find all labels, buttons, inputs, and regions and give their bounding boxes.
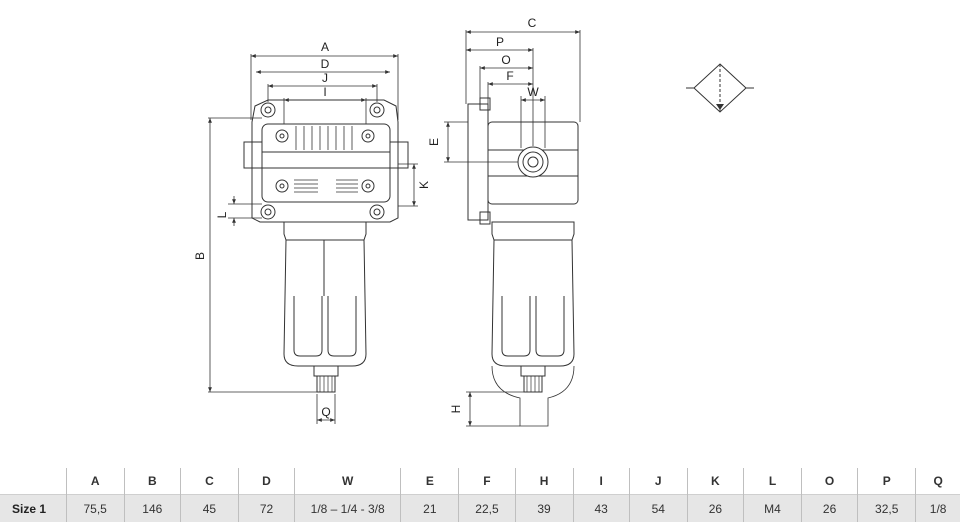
dim-label-a: A: [321, 40, 329, 54]
column-header: C: [180, 468, 238, 495]
row-label: Size 1: [0, 495, 66, 522]
table-cell: 1/8: [916, 495, 960, 522]
dim-label-q: Q: [321, 405, 330, 419]
dim-label-k: K: [417, 181, 431, 189]
filter-symbol-icon: [686, 64, 754, 112]
dim-label-j: J: [322, 71, 328, 85]
table-cell: 72: [238, 495, 294, 522]
table-cell: 146: [124, 495, 180, 522]
front-view: [244, 100, 408, 392]
column-header: W: [295, 468, 401, 495]
column-header: B: [124, 468, 180, 495]
table-cell: 32,5: [858, 495, 916, 522]
column-header: D: [238, 468, 294, 495]
dim-label-p: P: [496, 35, 504, 49]
dim-label-f: F: [506, 69, 513, 83]
column-header: I: [573, 468, 629, 495]
column-header: J: [629, 468, 687, 495]
dim-label-i: I: [323, 85, 326, 99]
column-header: H: [515, 468, 573, 495]
column-header: A: [66, 468, 124, 495]
table-cell: 1/8 – 1/4 - 3/8: [295, 495, 401, 522]
column-header: F: [459, 468, 515, 495]
technical-drawing: A D J I B L K Q: [0, 0, 960, 462]
table-corner: [0, 468, 66, 495]
dim-label-b: B: [193, 252, 207, 260]
dim-label-e: E: [427, 138, 441, 146]
column-header: P: [858, 468, 916, 495]
dim-label-d: D: [321, 57, 330, 71]
column-header: E: [401, 468, 459, 495]
table-cell: 22,5: [459, 495, 515, 522]
table-row: Size 1 75,5 146 45 72 1/8 – 1/4 - 3/8 21…: [0, 495, 960, 522]
dim-label-h: H: [449, 405, 463, 414]
table-cell: 21: [401, 495, 459, 522]
dim-label-w: W: [527, 85, 539, 99]
column-header: Q: [916, 468, 960, 495]
column-header: O: [802, 468, 858, 495]
table-cell: 26: [687, 495, 743, 522]
dimensions-table: A B C D W E F H I J K L O P Q Size 1 75,…: [0, 468, 960, 522]
side-view: [468, 98, 578, 426]
column-header: L: [743, 468, 801, 495]
table-cell: M4: [743, 495, 801, 522]
table-cell: 75,5: [66, 495, 124, 522]
dim-label-c: C: [528, 16, 537, 30]
table-cell: 39: [515, 495, 573, 522]
table-cell: 26: [802, 495, 858, 522]
column-header: K: [687, 468, 743, 495]
table-header-row: A B C D W E F H I J K L O P Q: [0, 468, 960, 495]
dim-label-o: O: [501, 53, 510, 67]
table-cell: 54: [629, 495, 687, 522]
dim-label-l: L: [215, 211, 229, 218]
table-cell: 43: [573, 495, 629, 522]
table-cell: 45: [180, 495, 238, 522]
